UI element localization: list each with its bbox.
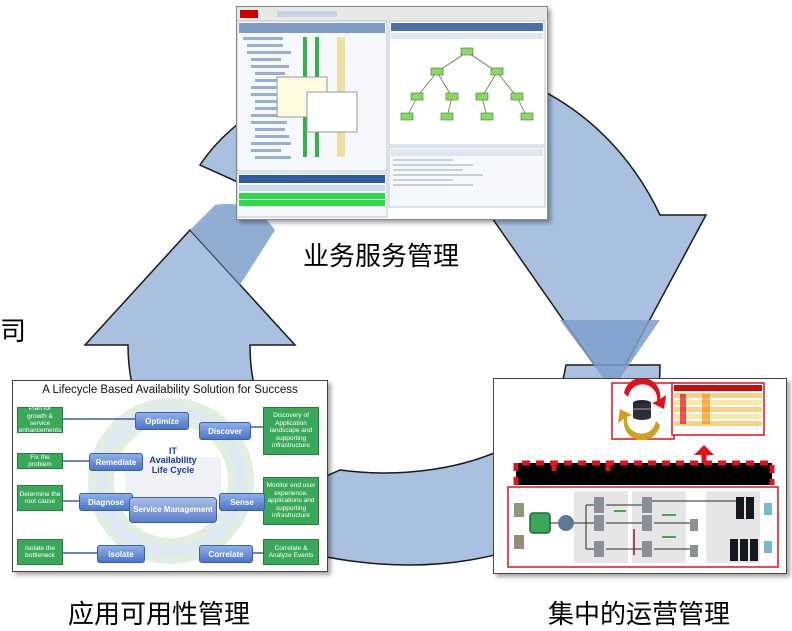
lifecycle-box-root-cause: Determine the root cause	[17, 485, 63, 511]
operations-diagram	[507, 379, 779, 568]
lifecycle-box-discovery: Discovery of Application landscape and s…	[263, 407, 319, 455]
lifecycle-box-correlate-analyze: Correlate & Analyze Events	[263, 539, 319, 565]
stage-sense: Sense	[219, 493, 265, 511]
lifecycle-center-sub: Service Management	[129, 497, 217, 523]
stage-diagnose: Diagnose	[79, 493, 133, 511]
label-business-service-mgmt: 业务服务管理	[303, 242, 460, 272]
overlap-shade-left	[190, 203, 275, 285]
overlap-shade-right	[560, 320, 660, 390]
stage-correlate: Correlate	[199, 545, 253, 563]
bsm-console-screenshot	[236, 6, 548, 220]
stage-discover: Discover	[199, 422, 251, 440]
lifecycle-box-isolate-bottleneck: Isolate the bottleneck	[17, 539, 63, 565]
lifecycle-box-plan: Plan for growth & service enhancements	[17, 405, 63, 435]
lifecycle-screenshot: A Lifecycle Based Availability Solution …	[12, 380, 328, 572]
lifecycle-title: A Lifecycle Based Availability Solution …	[42, 384, 298, 396]
ops-sync-icon	[618, 379, 666, 441]
label-centralized-ops-mgmt: 集中的运营管理	[548, 600, 731, 630]
edge-glyph-fragment: 司	[0, 317, 26, 347]
lifecycle-box-monitor: Monitor end user experience, application…	[263, 477, 319, 525]
label-app-availability-mgmt: 应用可用性管理	[68, 600, 251, 630]
stage-isolate: Isolate	[97, 545, 145, 563]
lifecycle-center-title: IT Availability Life Cycle	[149, 446, 197, 475]
stage-optimize: Optimize	[135, 412, 189, 430]
stage-remediate: Remediate	[89, 453, 143, 471]
bsm-console-thumbnail	[237, 7, 547, 218]
lifecycle-box-fix: Fix the problem	[17, 453, 63, 469]
operations-screenshot	[493, 378, 787, 574]
